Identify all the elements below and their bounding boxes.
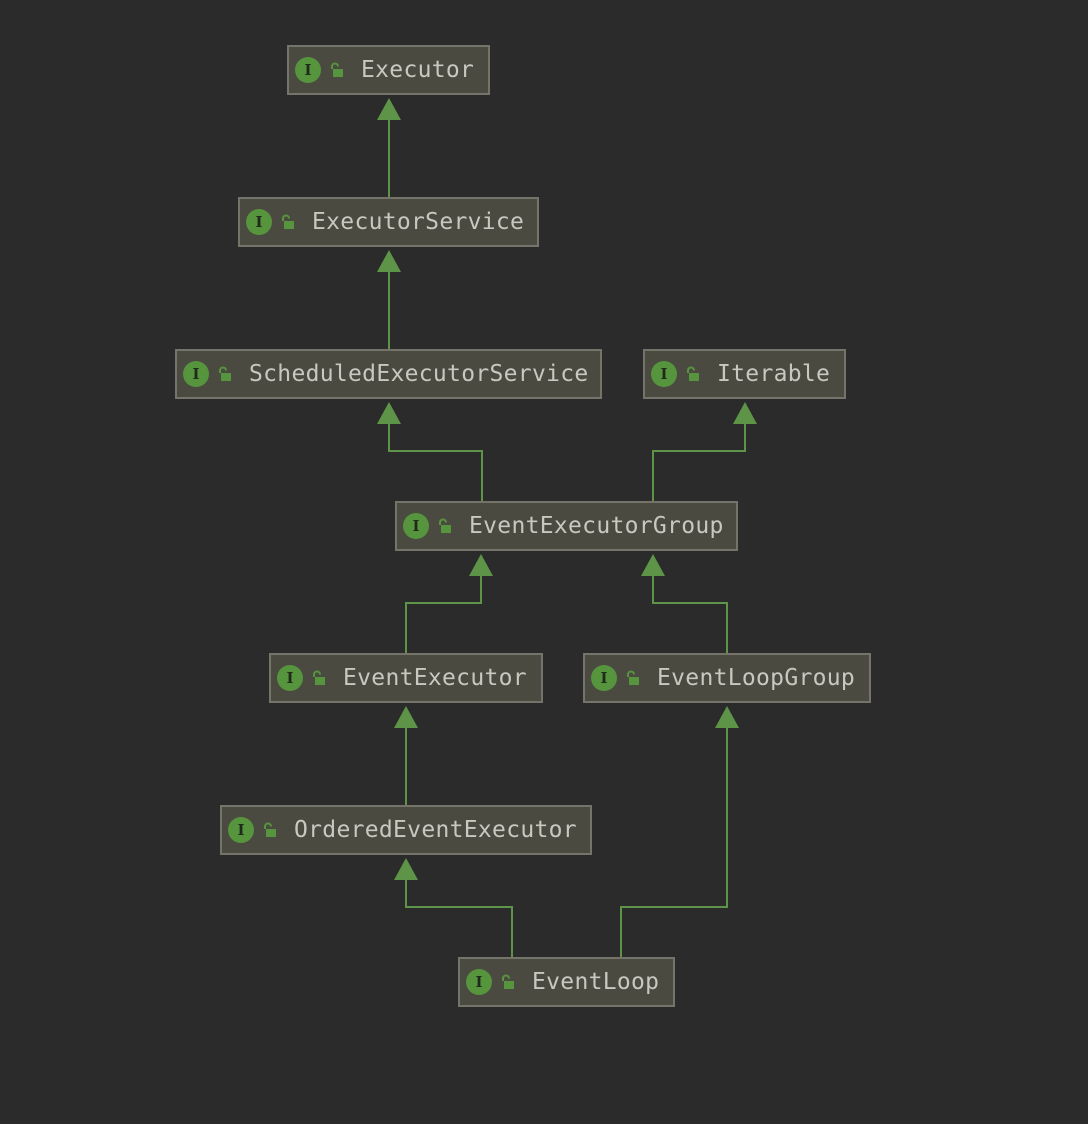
node-scheduled-executor-service[interactable]: I ScheduledExecutorService	[175, 349, 602, 399]
edge-event-loop-to-ordered-event-executor	[394, 858, 513, 957]
public-lock-icon	[217, 366, 233, 382]
edge-line	[652, 576, 728, 653]
arrowhead	[469, 554, 493, 576]
edge-event-loop-to-event-loop-group	[620, 706, 739, 957]
arrowhead	[733, 402, 757, 424]
node-label: EventExecutor	[343, 665, 527, 691]
node-label: ExecutorService	[312, 209, 525, 235]
interface-icon: I	[183, 361, 209, 387]
public-lock-icon	[280, 214, 296, 230]
interface-icon: I	[295, 57, 321, 83]
node-event-loop-group[interactable]: I EventLoopGroup	[583, 653, 871, 703]
node-label: ScheduledExecutorService	[249, 361, 589, 387]
node-label: Iterable	[717, 361, 831, 387]
node-label: EventLoop	[532, 969, 660, 995]
edge-ordered-event-executor-to-event-executor	[394, 706, 418, 805]
interface-icon: I	[228, 817, 254, 843]
node-event-executor[interactable]: I EventExecutor	[269, 653, 543, 703]
public-lock-icon	[311, 670, 327, 686]
interface-icon: I	[466, 969, 492, 995]
public-lock-icon	[625, 670, 641, 686]
public-lock-icon	[262, 822, 278, 838]
public-lock-icon	[685, 366, 701, 382]
public-lock-icon	[500, 974, 516, 990]
node-label: EventExecutorGroup	[469, 513, 724, 539]
interface-icon: I	[403, 513, 429, 539]
edge-line	[405, 880, 513, 957]
interface-icon: I	[246, 209, 272, 235]
node-label: Executor	[361, 57, 475, 83]
node-executor-service[interactable]: I ExecutorService	[238, 197, 539, 247]
arrowhead	[377, 402, 401, 424]
edge-line	[652, 424, 746, 501]
edge-scheduled-executor-service-to-executor-service	[377, 250, 401, 349]
arrowhead	[377, 98, 401, 120]
edge-line	[405, 576, 482, 653]
public-lock-icon	[329, 62, 345, 78]
arrowhead	[394, 858, 418, 880]
edge-event-executor-group-to-iterable	[652, 402, 757, 501]
arrowhead	[377, 250, 401, 272]
node-event-loop[interactable]: I EventLoop	[458, 957, 675, 1007]
interface-icon: I	[651, 361, 677, 387]
edge-executor-service-to-executor	[377, 98, 401, 197]
edge-event-executor-group-to-scheduled-executor-service	[377, 402, 483, 501]
edge-event-executor-to-event-executor-group	[405, 554, 493, 653]
edge-line	[620, 728, 728, 957]
node-ordered-event-executor[interactable]: I OrderedEventExecutor	[220, 805, 592, 855]
arrowhead	[715, 706, 739, 728]
node-executor[interactable]: I Executor	[287, 45, 490, 95]
edge-line	[388, 424, 483, 501]
arrowhead	[641, 554, 665, 576]
interface-icon: I	[591, 665, 617, 691]
node-event-executor-group[interactable]: I EventExecutorGroup	[395, 501, 738, 551]
node-label: OrderedEventExecutor	[294, 817, 577, 843]
node-iterable[interactable]: I Iterable	[643, 349, 846, 399]
interface-icon: I	[277, 665, 303, 691]
edge-event-loop-group-to-event-executor-group	[641, 554, 728, 653]
node-label: EventLoopGroup	[657, 665, 856, 691]
public-lock-icon	[437, 518, 453, 534]
arrowhead	[394, 706, 418, 728]
